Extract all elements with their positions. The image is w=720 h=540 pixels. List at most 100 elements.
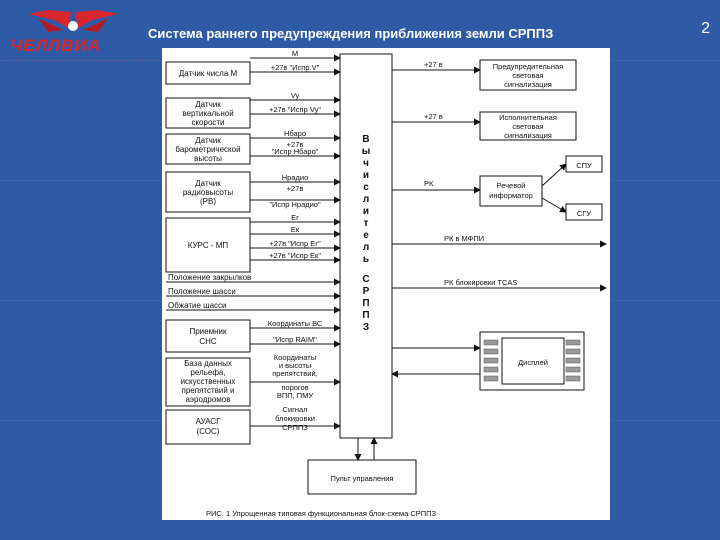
computer-letter: ч [363,158,369,169]
signal-eg: Ег [291,213,299,222]
database-label-2: рельефа, [190,368,225,377]
diagram-canvas: Датчик числа М Датчик вертикальной скоро… [165,49,607,518]
voice-arrow-label: РК [424,179,434,188]
ausos-label-2: (СОС) [197,427,220,436]
logo-wings-icon [28,10,118,32]
computer-letter: З [363,322,369,333]
receiver-sns-box [165,319,251,353]
block-diagram: Датчик числа М Датчик вертикальной скоро… [162,48,610,520]
computer-letter: П [362,310,369,321]
sensor-hbar-label-1: Датчик [195,136,221,145]
sensor-m-box [165,61,251,85]
sgu-label: СГУ [577,209,591,218]
sensor-hbar-label-2: барометрической [175,145,240,154]
ausos-label-1: АУАСГ [196,417,221,426]
execute-light-label-1: Исполнительная [499,113,557,122]
sensor-m-label: Датчик числа М [179,69,238,78]
logo-wordmark: ЧЕЛЛВИА [10,36,101,55]
sensor-rv-box [165,171,251,213]
signal-terrain-3: препятствий, [272,369,318,378]
sensor-hbar-label-3: высоты [194,154,222,163]
display-box [479,331,585,391]
computer-letter: с [363,182,369,193]
computer-letter: т [364,218,369,229]
sensor-vy-label-3: скорости [191,118,224,127]
signal-block-1: Сигнал [282,405,307,414]
signal-ek: Ек [291,225,300,234]
computer-letter: и [363,170,369,181]
signal-vy-valid: +27в "Испр Vy" [269,105,321,114]
rk-mfpi-label: РК в МФПИ [444,234,484,243]
signal-hradio-valid-2: "Испр Нрадио" [269,200,321,209]
computer-letter: и [363,206,369,217]
logo-subline: ———————————————— [14,58,158,64]
receiver-sns-label-2: СНС [199,337,217,346]
signal-block-2: блокировки [275,414,315,423]
execute-light-label-2: световая [512,122,543,131]
signal-hradio: Нрадио [282,173,309,182]
display-label: Дисплей [518,358,548,367]
computer-letter: С [362,274,369,285]
company-logo [8,6,138,64]
database-label-5: аэродромов [185,395,230,404]
signal-block-3: СРППЗ [282,423,308,432]
signal-flaps: Положение закрылков [168,273,251,282]
computer-letter: ь [363,254,369,265]
caption: РИС. 1 Упрощенная типовая функциональная… [206,509,437,518]
rk-tcas-label: РК блокировки TCAS [444,278,517,287]
computer-letter: ы [362,146,371,157]
warning-light-label-3: сигнализация [504,80,552,89]
kurs-mp-label: КУРС - МП [188,241,229,250]
ausos-box [165,409,251,445]
control-panel-box [307,459,417,495]
signal-hbar-valid-2: "Испр Нбаро" [272,147,319,156]
signal-vy: Vy [291,91,300,100]
sensor-rv-label-1: Датчик [195,179,221,188]
signal-ek-valid: +27в "Испр Ек" [269,251,321,260]
computer-letter: л [363,194,369,205]
signal-gear: Положение шасси [168,287,236,296]
signal-terrain-4: порогов [281,383,308,392]
slide-number: 2 [701,20,710,37]
signal-hbar: Нбаро [284,129,306,138]
computer-letter: Р [363,286,370,297]
database-label-4: препятствий и [181,386,234,395]
signal-terrain-1: Координаты [274,353,316,362]
spu-label: СПУ [576,161,592,170]
voice-label-1: Речевой [497,181,526,190]
computer-letter: П [362,298,369,309]
database-label-1: База данных [184,359,232,368]
kurs-mp-box [165,217,251,273]
sensor-vy-label-2: вертикальной [182,109,233,118]
signal-terrain-2: и высоты [279,361,311,370]
signal-raim: "Испр RAIM" [273,335,317,344]
computer-letter: л [363,242,369,253]
execute-light-label-3: сигнализация [504,131,552,140]
computer-letter: е [363,230,369,241]
warning-light-box [479,59,577,91]
computer-letter: В [362,134,369,145]
signal-m-valid: +27в "Испр.V" [271,63,320,72]
signal-hradio-valid-1: +27в [287,184,304,193]
signal-eg-valid: +27в "Испр Ег" [269,239,321,248]
sensor-rv-label-3: (РВ) [200,197,216,206]
voice-label-2: информатор [489,191,533,200]
sensor-vy-label-1: Датчик [195,100,221,109]
sensor-hbar-box [165,133,251,165]
signal-gear-compress: Обжатие шасси [168,301,226,310]
signal-hbar-valid-1: +27в [287,140,304,149]
warning-light-label-1: Предупредительная [493,62,563,71]
warning-light-label-2: световая [512,71,543,80]
sensor-vy-box [165,97,251,129]
sensor-rv-label-2: радиовысоты [183,188,234,197]
warning-arrow-label: +27 в [424,60,443,69]
signal-coords: Координаты ВС [268,319,323,328]
execute-arrow-label: +27 в [424,112,443,121]
slide-title: Система раннего предупреждения приближен… [148,26,554,41]
control-panel-label: Пульт управления [330,474,393,483]
receiver-sns-label-1: Приемник [189,327,227,336]
database-label-3: искусственных [181,377,236,386]
signal-terrain-5: ВПП, ПМУ [277,391,314,400]
signal-m: М [292,49,298,58]
execute-light-box [479,111,577,141]
